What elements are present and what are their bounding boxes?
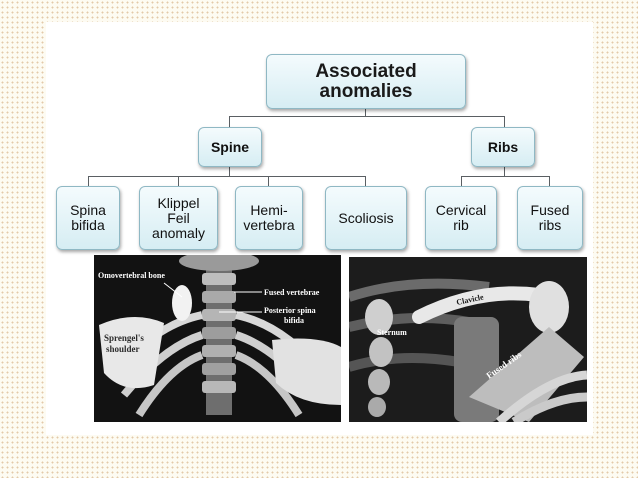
- ct-image-sprengel: Omovertebral bone Fused vertebrae Poster…: [94, 255, 341, 422]
- connector-ribs-bar: [461, 176, 550, 177]
- label-sternum: Sternum: [377, 328, 407, 337]
- connector-scoliosis: [365, 176, 366, 186]
- connector-spine-bar: [88, 176, 366, 177]
- connector-klippel: [178, 176, 179, 186]
- label-omovertebral-bone: Omovertebral bone: [98, 271, 165, 280]
- label-bifida: bifida: [284, 316, 304, 325]
- connector-ribs-down: [504, 167, 505, 176]
- root-node-associated-anomalies: Associated anomalies: [266, 54, 466, 109]
- ct-image-fused-ribs: Clavicle Sternum Fused ribs: [349, 257, 587, 422]
- node-fused-ribs: Fused ribs: [517, 186, 583, 250]
- node-spina-bifida: Spina bifida: [56, 186, 120, 250]
- connector-spina-bifida: [88, 176, 89, 186]
- label-posterior-spina: Posterior spina: [264, 306, 316, 315]
- node-ribs: Ribs: [471, 127, 535, 167]
- node-spine: Spine: [198, 127, 262, 167]
- node-klippel-feil-anomaly: Klippel Feil anomaly: [139, 186, 218, 250]
- node-scoliosis: Scoliosis: [325, 186, 407, 250]
- node-cervical-rib: Cervical rib: [425, 186, 497, 250]
- connector-root-down: [365, 109, 366, 116]
- connector-fused: [549, 176, 550, 186]
- connector-to-spine: [229, 116, 230, 127]
- connector-hemivertebra: [268, 176, 269, 186]
- label-shoulder: shoulder: [106, 344, 140, 354]
- connector-top-bar: [229, 116, 505, 117]
- connector-spine-down: [229, 167, 230, 176]
- label-sprengels: Sprengel's: [104, 333, 144, 343]
- connector-cervical: [461, 176, 462, 186]
- node-hemivertebra: Hemi- vertebra: [235, 186, 303, 250]
- connector-to-ribs: [504, 116, 505, 127]
- label-fused-vertebrae: Fused vertebrae: [264, 288, 320, 297]
